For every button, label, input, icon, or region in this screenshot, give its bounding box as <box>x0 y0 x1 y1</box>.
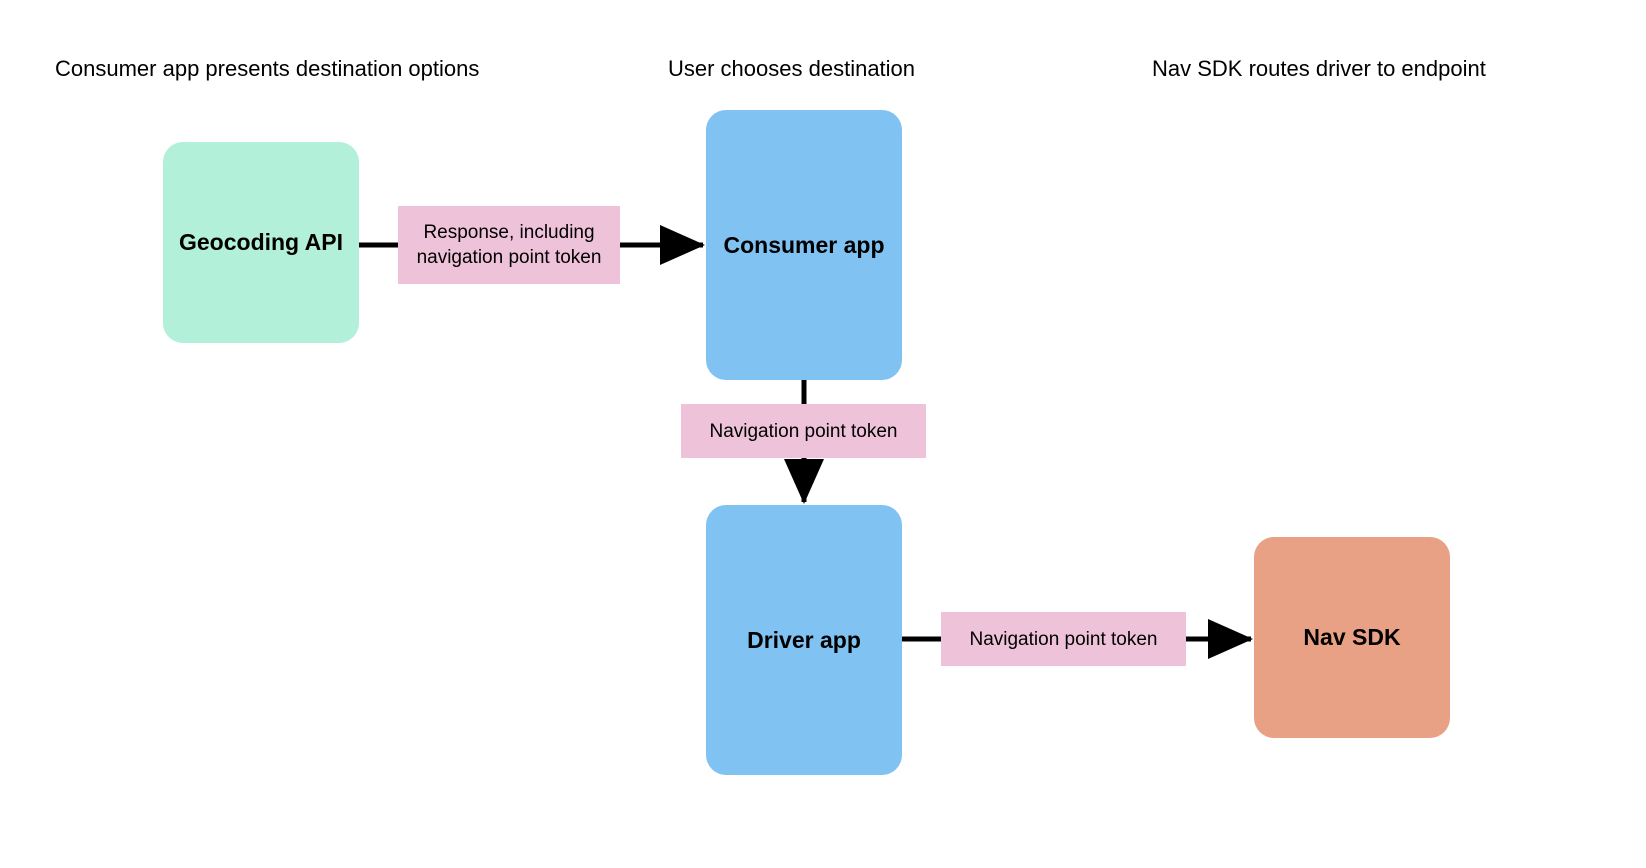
column-heading-nav-routes: Nav SDK routes driver to endpoint <box>1152 56 1486 81</box>
node-label-consumer-app: Consumer app <box>723 231 885 258</box>
node-nav-sdk[interactable]: Nav SDK <box>1254 537 1450 738</box>
node-label-driver-app: Driver app <box>747 626 861 653</box>
node-label-geocoding-api: Geocoding API <box>179 229 343 255</box>
node-driver-app[interactable]: Driver app <box>706 505 902 775</box>
edge-label-driver-to-navsdk: Navigation point token <box>941 612 1186 666</box>
node-geocoding-api[interactable]: Geocoding API <box>163 142 359 343</box>
node-consumer-app[interactable]: Consumer app <box>706 110 902 380</box>
node-label-nav-sdk: Nav SDK <box>1303 624 1401 650</box>
edge-label-geocoding-to-consumer: Response, including navigation point tok… <box>398 206 620 284</box>
column-heading-consumer-options: Consumer app presents destination option… <box>55 56 480 81</box>
column-heading-user-chooses: User chooses destination <box>668 56 916 81</box>
edge-label-consumer-to-driver: Navigation point token <box>681 404 926 458</box>
